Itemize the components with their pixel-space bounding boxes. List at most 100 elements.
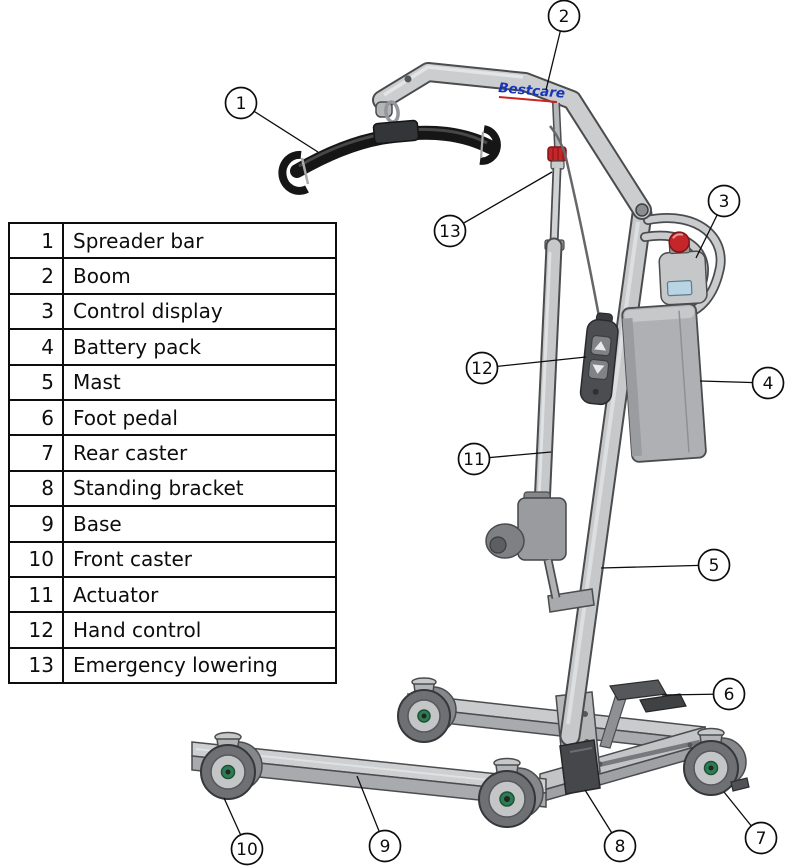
legend-row-label: Boom	[62, 257, 337, 295]
callout-number: 10	[236, 840, 258, 860]
legend-row-label: Rear caster	[62, 434, 337, 472]
actuator-rod	[551, 167, 560, 245]
callout-circle	[368, 829, 402, 863]
callout-circle	[744, 821, 778, 855]
actuator-tube	[535, 239, 561, 513]
callout-circle	[712, 677, 746, 711]
axle-bolt	[504, 796, 510, 802]
callout-number: 1	[236, 94, 247, 114]
legend-row-label: Mast	[62, 363, 337, 401]
pendant-dot	[592, 388, 599, 395]
legend-row-number: 5	[8, 363, 64, 401]
standing-bracket	[559, 739, 601, 795]
callout-circle	[224, 86, 258, 120]
callout-circle	[457, 442, 491, 476]
legend-row-number: 8	[8, 469, 64, 508]
hand-control	[579, 312, 619, 406]
axle-bolt	[708, 765, 714, 771]
left-hook-latch	[300, 157, 310, 185]
mast-highlight	[566, 221, 640, 725]
battery-shade	[622, 317, 643, 457]
callout-8: 8	[584, 789, 637, 863]
boom-pivot-bolt	[635, 203, 649, 217]
callout-number: 12	[471, 359, 493, 379]
right-sling-hook	[479, 125, 501, 165]
callout-5: 5	[600, 548, 731, 582]
legend-row-number: 1	[8, 221, 64, 260]
battery-seam	[678, 310, 690, 453]
callout-11: 11	[457, 442, 552, 476]
legend-row-number: 9	[8, 505, 64, 543]
down-arrow-icon	[592, 364, 605, 374]
clevis-link	[545, 559, 559, 599]
handle-outer-tube	[644, 214, 724, 317]
legend-row-label: Emergency lowering	[62, 646, 337, 685]
spreader-center-block	[372, 119, 420, 145]
near-leg-side	[191, 755, 547, 808]
legend-row-number: 2	[8, 257, 64, 295]
callout-13: 13	[433, 171, 553, 248]
legend-row-number: 4	[8, 328, 64, 366]
callout-number: 9	[380, 837, 391, 857]
callout-1: 1	[224, 86, 319, 153]
callout-circle	[603, 829, 637, 863]
lcd-screen	[666, 280, 693, 297]
mast-tube	[561, 205, 651, 745]
caster-front-far	[397, 677, 457, 743]
callout-circle	[697, 548, 731, 582]
left-sling-hook	[278, 150, 309, 195]
callout-circle	[751, 366, 785, 400]
callout-number: 3	[719, 192, 730, 212]
legend-row-label: Spreader bar	[62, 221, 337, 260]
callout-circle	[547, 0, 581, 33]
callout-circle	[707, 184, 741, 218]
callout-12: 12	[465, 351, 587, 385]
boom-tube	[374, 64, 650, 218]
legend-row-number: 13	[8, 646, 64, 685]
callout-number: 4	[763, 374, 774, 394]
callout-circle	[230, 832, 264, 866]
legend-row-number: 12	[8, 611, 64, 649]
legend-row-number: 3	[8, 292, 64, 331]
callout-circle	[433, 214, 467, 248]
callout-leader-line	[449, 171, 553, 232]
base-near-leg	[191, 741, 547, 808]
boom: Bestcare	[372, 62, 652, 220]
callout-3: 3	[695, 184, 741, 259]
right-hook-latch	[479, 131, 485, 159]
pedal-pad	[609, 679, 667, 701]
callout-number: 7	[756, 829, 767, 849]
motor-housing	[517, 497, 567, 561]
legend-row-label: Front caster	[62, 540, 337, 578]
legend-row-label: Actuator	[62, 575, 337, 614]
foot-pedal	[599, 679, 687, 749]
callout-number: 6	[724, 685, 735, 705]
callout-number: 13	[439, 222, 461, 242]
callout-circle	[465, 351, 499, 385]
legend-row-number: 6	[8, 398, 64, 437]
motor-end-cap	[489, 536, 507, 554]
callout-number: 2	[559, 7, 570, 27]
actuator-motor	[485, 491, 567, 599]
callout-leader-line	[600, 564, 715, 569]
legend-row-number: 11	[8, 575, 64, 614]
up-arrow-icon	[594, 341, 607, 351]
standing-bracket-body	[559, 739, 601, 795]
control-display	[658, 231, 708, 306]
caster-rear-right	[683, 727, 750, 796]
control-box	[658, 250, 708, 306]
callout-leader-line	[481, 356, 587, 369]
legend-row-label: Foot pedal	[62, 398, 337, 437]
